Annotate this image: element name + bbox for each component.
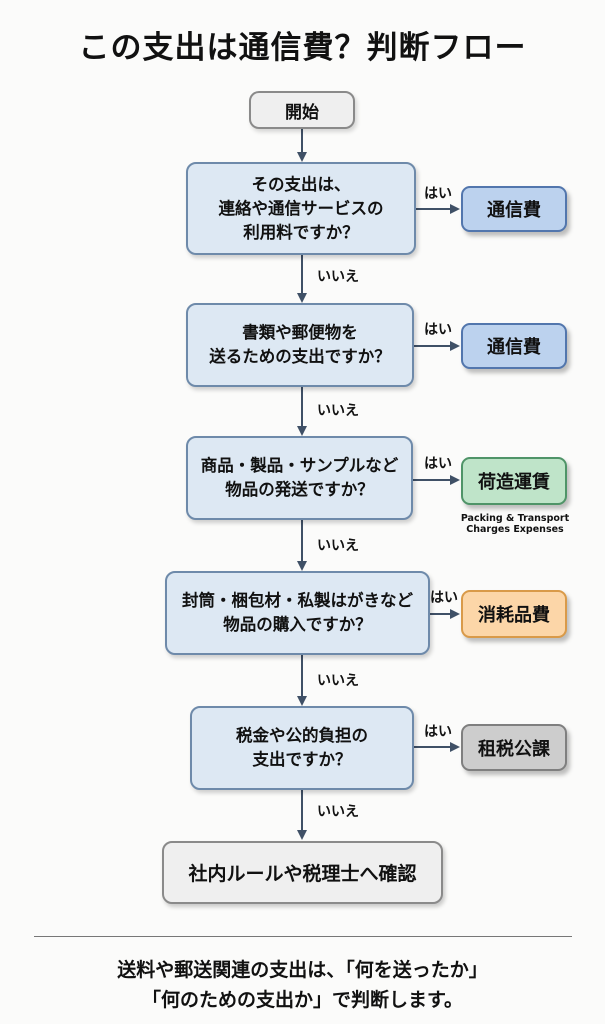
no-label-3: いいえ	[317, 538, 359, 554]
no-label-5: いいえ	[317, 804, 359, 820]
question-3: 商品・製品・サンプルなど 物品の発送ですか？	[186, 436, 413, 520]
result-communication-1: 通信費	[461, 186, 567, 232]
result-consumables: 消耗品費	[461, 590, 567, 638]
yes-label-4: はい	[430, 590, 458, 606]
no-label-1: いいえ	[317, 269, 359, 285]
no-label-4: いいえ	[317, 673, 359, 689]
no-label-2: いいえ	[317, 403, 359, 419]
page-title: この支出は通信費？判断フロー	[78, 30, 527, 66]
result-packing-subtitle: Packing & Transport Charges Expenses	[460, 513, 570, 535]
start-node: 開始	[249, 91, 355, 129]
yes-label-5: はい	[424, 724, 452, 740]
yes-label-2: はい	[424, 322, 452, 338]
result-packing-transport: 荷造運賃	[461, 457, 567, 505]
question-2: 書類や郵便物を 送るための支出ですか？	[186, 303, 414, 387]
footer-line-1: 送料や郵送関連の支出は、「何を送ったか」	[117, 959, 488, 981]
yes-label-3: はい	[424, 456, 452, 472]
question-4: 封筒・梱包材・私製はがきなど 物品の購入ですか？	[165, 571, 430, 655]
result-communication-2: 通信費	[461, 323, 567, 369]
question-1: その支出は、 連絡や通信サービスの 利用料ですか？	[186, 162, 416, 255]
footer-note: 送料や郵送関連の支出は、「何を送ったか」 「何のための支出か」で判断します。	[0, 955, 605, 1015]
result-taxes: 租税公課	[461, 724, 567, 771]
footer-line-2: 「何のための支出か」で判断します。	[141, 989, 464, 1011]
yes-label-1: はい	[424, 186, 452, 202]
footer-divider	[34, 936, 572, 937]
final-node: 社内ルールや税理士へ確認	[162, 841, 443, 904]
question-5: 税金や公的負担の 支出ですか？	[190, 706, 414, 790]
